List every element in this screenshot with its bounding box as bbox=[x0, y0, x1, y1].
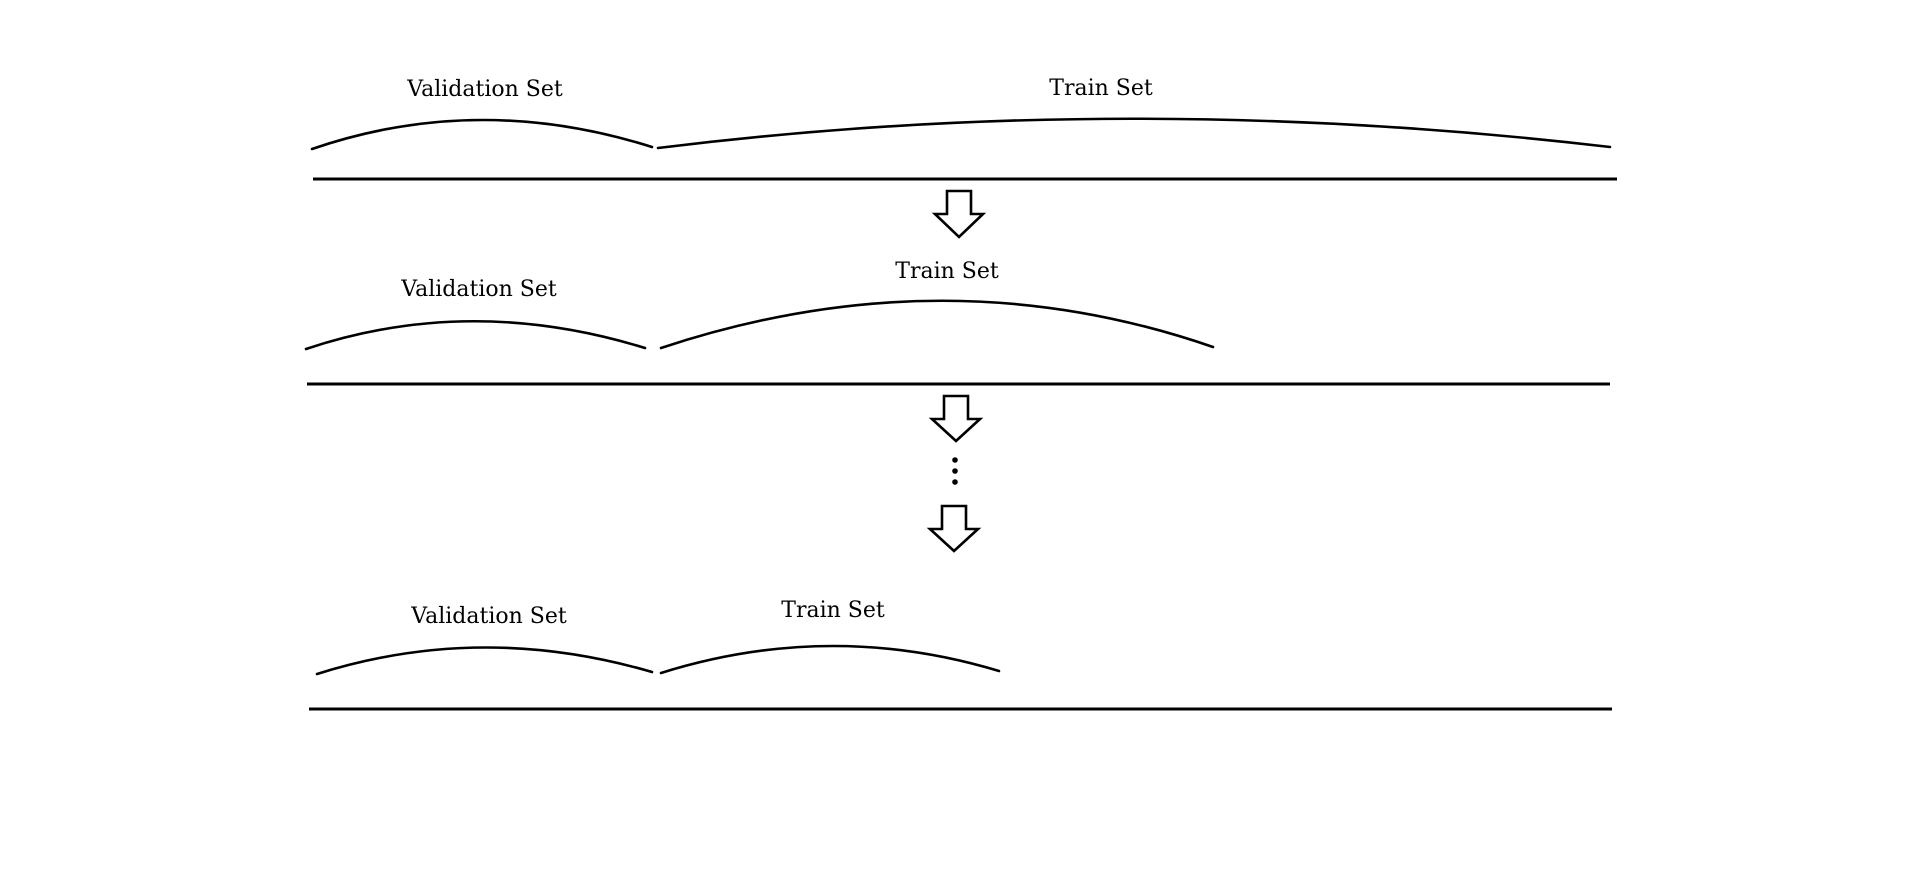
stage-2-train-label: Train Set bbox=[895, 259, 999, 284]
down-arrow-icon bbox=[926, 504, 982, 553]
down-arrow-icon bbox=[928, 394, 984, 443]
stage-3: Validation Set Train Set bbox=[309, 598, 1612, 711]
stage-1-validation-label: Validation Set bbox=[406, 77, 563, 102]
stage-1: Validation Set Train Set bbox=[310, 76, 1617, 181]
stage-1-train-brace bbox=[656, 117, 1612, 150]
stage-3-train-brace bbox=[659, 644, 1001, 675]
stage-3-train-label: Train Set bbox=[781, 598, 885, 623]
stage-2-validation-label: Validation Set bbox=[400, 277, 557, 302]
stage-3-validation-brace bbox=[315, 646, 654, 676]
stage-2-train-brace bbox=[659, 299, 1215, 350]
stage-3-validation-label: Validation Set bbox=[410, 604, 567, 629]
stage-2: Validation Set Train Set bbox=[304, 259, 1610, 386]
down-arrow-icon bbox=[931, 189, 987, 239]
stage-1-train-label: Train Set bbox=[1049, 76, 1153, 101]
ellipsis-icon bbox=[952, 457, 958, 485]
stage-2-validation-brace bbox=[304, 319, 647, 351]
stage-1-validation-brace bbox=[310, 118, 654, 151]
